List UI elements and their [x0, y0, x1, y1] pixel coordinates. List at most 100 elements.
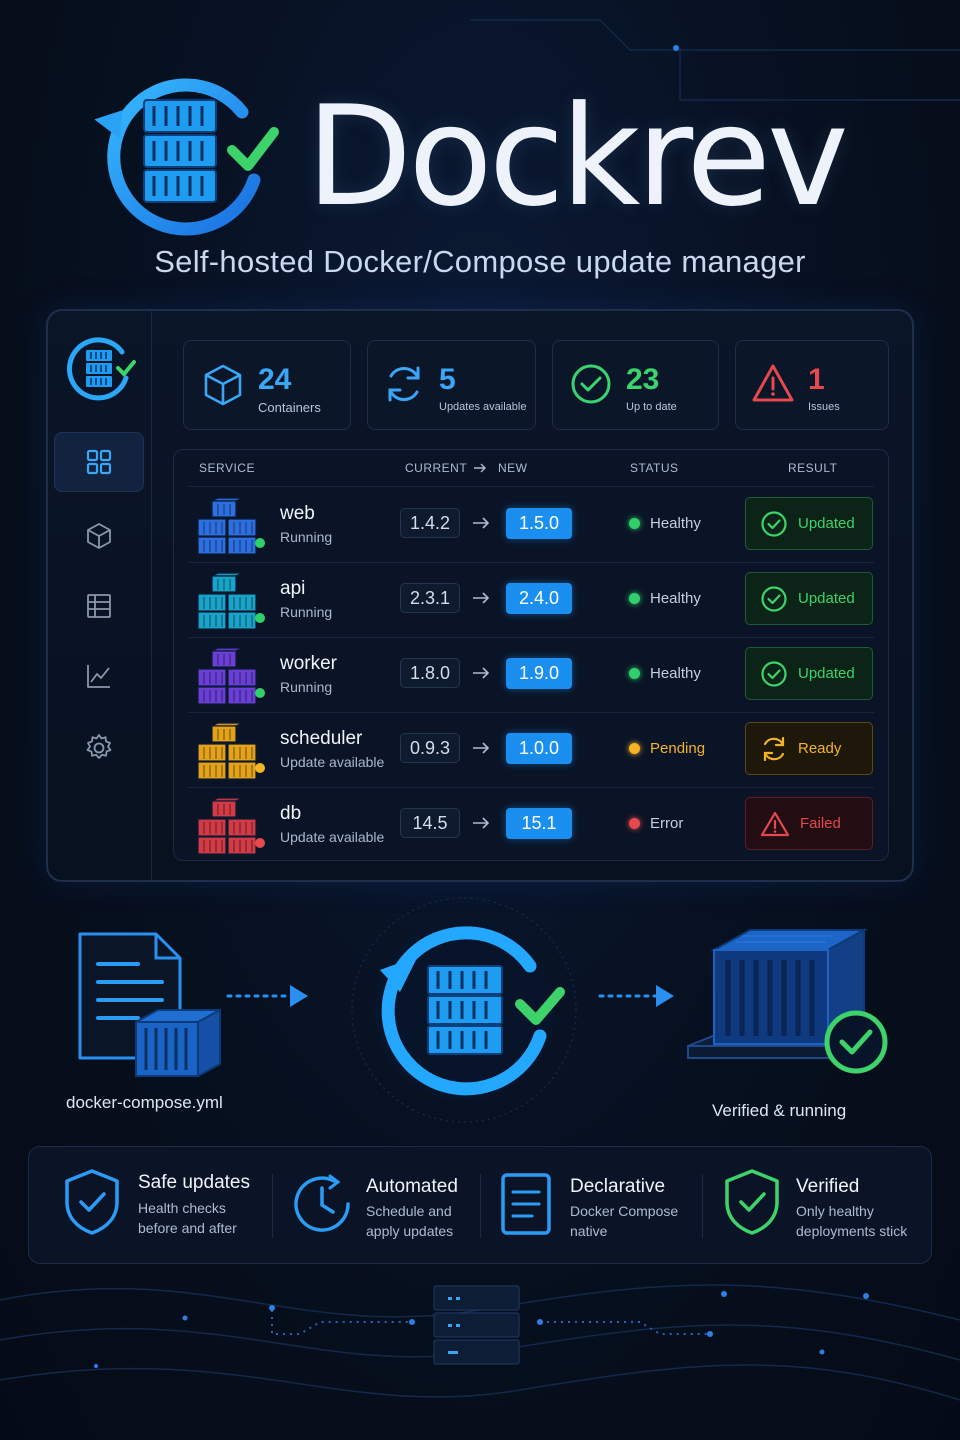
container-stack-icon [197, 797, 265, 855]
container-stack-icon [197, 722, 265, 780]
dockrev-logo-icon [94, 78, 279, 236]
list-icon [87, 594, 111, 618]
warning-icon [760, 811, 790, 836]
new-version-badge: 1.0.0 [506, 733, 572, 764]
header-new: NEW [498, 461, 528, 475]
feature-divider [702, 1174, 703, 1238]
refresh-icon [388, 366, 420, 402]
status-text: Healthy [650, 665, 701, 682]
result-label: Updated [798, 665, 855, 682]
service-state: Running [280, 604, 333, 620]
status-dot [255, 838, 265, 848]
sidebar-item-list[interactable] [54, 576, 144, 636]
shield-check-icon [65, 1169, 119, 1235]
stat-card-uptodate [552, 340, 719, 430]
feature-verified-line2: deployments stick [796, 1223, 908, 1239]
arrow-right-icon [473, 592, 490, 604]
dashboard-grid-icon [86, 449, 112, 475]
service-state: Update available [280, 829, 385, 845]
compose-file-label: docker-compose.yml [66, 1093, 223, 1112]
check-circle-icon [761, 660, 787, 687]
feature-automated-title: Automated [366, 1176, 458, 1197]
result-label: Updated [798, 590, 855, 607]
service-state: Update available [280, 754, 385, 770]
sidebar-item-containers[interactable] [54, 506, 144, 566]
stat-uptodate-value: 23 [626, 363, 660, 396]
new-version-badge: 1.5.0 [506, 508, 572, 539]
stat-updates-value: 5 [439, 363, 456, 396]
container-stack-icon [197, 497, 265, 555]
table-divider [188, 486, 874, 487]
feature-safe-line2: before and after [138, 1220, 237, 1236]
feature-safe-line1: Health checks [138, 1200, 226, 1216]
feature-verified-title: Verified [796, 1176, 860, 1197]
verified-running-label: Verified & running [712, 1101, 847, 1120]
cube-icon [87, 523, 111, 549]
stat-containers-value: 24 [258, 363, 292, 396]
status-dot [255, 613, 265, 623]
container-stack-icon [197, 572, 265, 630]
clock-icon [294, 1174, 350, 1232]
flow-arrow-2 [598, 985, 674, 1007]
service-name: worker [280, 653, 338, 674]
feature-automated-line2: apply updates [366, 1223, 454, 1239]
feature-verified-line1: Only healthy [796, 1203, 874, 1219]
result-label: Updated [798, 515, 855, 532]
stat-card-updates [367, 340, 536, 430]
service-state: Running [280, 529, 333, 545]
table-divider [188, 637, 874, 638]
current-version: 2.3.1 [400, 583, 460, 613]
result-button[interactable]: Updated [745, 647, 873, 700]
compose-file-icon [78, 932, 221, 1078]
status-dot [255, 763, 265, 773]
table-divider [188, 712, 874, 713]
service-name: web [280, 503, 315, 524]
service-name: scheduler [280, 728, 363, 749]
update-cycle-icon [351, 897, 577, 1123]
document-icon [501, 1173, 551, 1235]
chart-icon [87, 665, 110, 688]
stat-uptodate-label: Up to date [626, 401, 677, 413]
result-button[interactable]: Ready [745, 722, 873, 775]
table-divider [188, 787, 874, 788]
new-version-badge: 2.4.0 [506, 583, 572, 614]
sidebar-item-analytics[interactable] [54, 646, 144, 706]
stat-card-containers [183, 340, 351, 430]
check-circle-icon [761, 585, 787, 612]
result-button[interactable]: Updated [745, 572, 873, 625]
arrow-right-icon [474, 463, 486, 473]
arrow-right-icon [473, 817, 490, 829]
new-version-badge: 1.9.0 [506, 658, 572, 689]
check-circle-icon [761, 510, 787, 537]
stat-issues-label: Issues [808, 401, 840, 413]
sidebar-item-settings[interactable] [54, 718, 144, 778]
result-button[interactable]: Updated [745, 497, 873, 550]
result-button[interactable]: Failed [745, 797, 873, 850]
arrow-right-icon [473, 517, 490, 529]
service-state: Running [280, 679, 333, 695]
container-stack-icon [197, 647, 265, 705]
check-circle-icon [571, 364, 611, 404]
sidebar-item-dashboard[interactable] [54, 432, 144, 492]
sidebar [48, 311, 152, 880]
feature-divider [480, 1174, 481, 1238]
feature-declarative-line1: Docker Compose [570, 1203, 679, 1219]
current-version: 0.9.3 [400, 733, 460, 763]
current-version: 14.5 [400, 808, 460, 838]
gear-icon [86, 734, 112, 759]
warning-icon [752, 364, 794, 402]
status-indicator [629, 818, 640, 829]
brand-title: Dockrev [306, 76, 849, 237]
current-version: 1.8.0 [400, 658, 460, 688]
arrow-right-icon [473, 742, 490, 754]
feature-safe-title: Safe updates [138, 1172, 250, 1193]
header-status: STATUS [630, 461, 679, 475]
status-indicator [629, 743, 640, 754]
stat-issues-value: 1 [808, 363, 825, 396]
header-current: CURRENT [405, 461, 468, 475]
refresh-icon [763, 736, 785, 761]
status-text: Error [650, 815, 684, 832]
new-version-badge: 15.1 [506, 808, 572, 839]
table-divider [188, 562, 874, 563]
